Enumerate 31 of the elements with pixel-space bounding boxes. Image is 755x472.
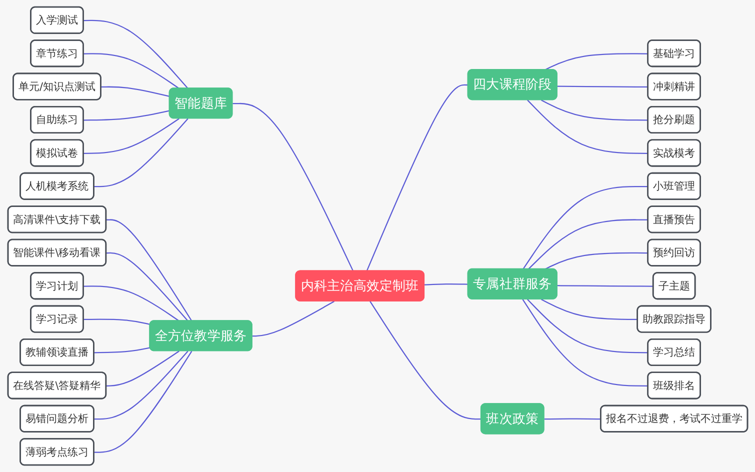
connector bbox=[526, 100, 648, 154]
connector bbox=[557, 86, 648, 88]
connector bbox=[94, 350, 192, 453]
connector bbox=[106, 219, 192, 322]
connector bbox=[94, 347, 150, 354]
connector bbox=[106, 252, 188, 322]
connector bbox=[100, 86, 170, 97]
connector bbox=[540, 298, 638, 320]
connector bbox=[369, 301, 482, 420]
connector bbox=[252, 300, 334, 337]
connector bbox=[544, 418, 601, 420]
connector bbox=[522, 186, 648, 270]
connector bbox=[83, 286, 180, 322]
connector bbox=[544, 252, 648, 270]
connector bbox=[522, 299, 648, 386]
connector bbox=[83, 110, 170, 121]
connector bbox=[557, 285, 654, 287]
connector bbox=[106, 350, 180, 386]
connector bbox=[544, 53, 648, 70]
connector bbox=[83, 318, 150, 326]
connector bbox=[366, 84, 468, 272]
connector bbox=[83, 20, 188, 89]
connector bbox=[540, 100, 648, 121]
connector bbox=[94, 350, 188, 420]
connector bbox=[94, 118, 188, 188]
connector bbox=[528, 219, 648, 270]
connector bbox=[83, 53, 180, 89]
connector bbox=[526, 298, 648, 354]
connector bbox=[232, 102, 354, 272]
connector bbox=[424, 284, 468, 286]
connector bbox=[83, 118, 180, 154]
